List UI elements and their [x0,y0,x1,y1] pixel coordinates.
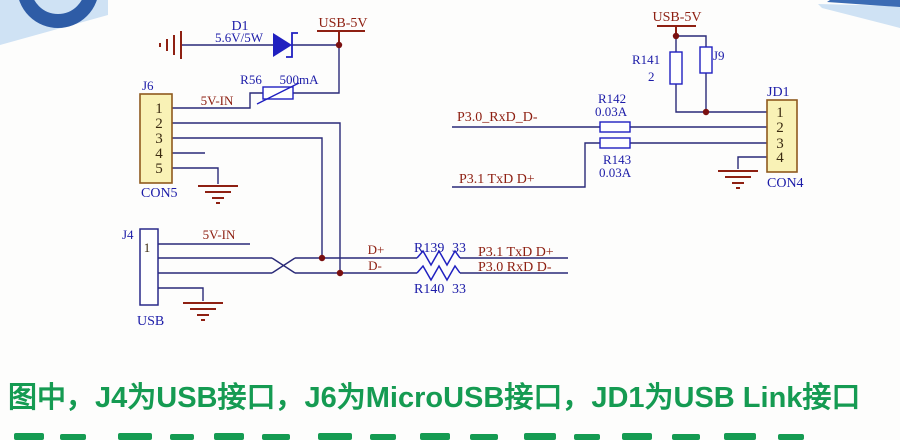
wire-j9-to-jd1pin1 [705,73,767,113]
resistor-r140-icon [416,264,461,282]
jd1-pin-4: 4 [776,150,784,166]
wire-rail-to-j9 [676,35,707,47]
resistor-r139-icon [416,249,461,267]
d1-value: 5.6V/5W [215,30,264,45]
r56-value: 500mA [280,72,320,87]
ground-jd1-icon [718,170,758,189]
r143-ref: R143 [603,152,631,167]
usb5v-left-label: USB-5V [318,16,367,31]
wire-txd-left [452,142,600,188]
jd1-footprint: CON4 [767,176,804,191]
fuse-r56-icon [256,82,300,105]
dplus-label: D+ [368,242,385,257]
r141-ref: R141 [632,52,660,67]
j9-ref: J9 [713,48,725,63]
net-rxd-left: P3.0 RxD D- [478,260,552,275]
fuse-r143-icon [599,137,631,149]
jumper-j9-icon [699,46,713,74]
ground-j6-icon [198,185,238,204]
r139-value: 33 [452,241,466,256]
wire-j6pin2 [172,122,341,273]
j6-pin-2: 2 [155,116,163,132]
wire-j4-gnd [158,287,204,301]
dminus-label: D- [368,258,382,273]
j6-pin-1: 1 [155,101,163,117]
banner-circle-logo [19,0,97,28]
jd1-pin-2: 2 [776,120,784,136]
r140-ref: R140 [414,282,444,297]
d1-ref: D1 [231,19,248,34]
net-txd-right: P3.1 TxD D+ [459,172,535,187]
r143-value: 0.03A [599,165,632,180]
zener-diode-icon [273,32,298,58]
jd1-pin-3: 3 [776,136,784,152]
r139-ref: R139 [414,241,444,256]
labels: D1 5.6V/5W USB-5V R56 500mA 5V-IN J6 1 2… [122,10,804,329]
resistor-r141-icon [669,51,683,85]
connector-j4 [139,228,159,306]
r142-ref: R142 [598,91,626,106]
r142-value: 0.03A [595,104,628,119]
j4-pin-1: 1 [144,240,151,255]
wire-j6pin3 [172,137,323,258]
connector-jd1 [766,99,798,173]
jd1-pin-1: 1 [776,105,784,121]
usb5v-right-label: USB-5V [652,10,701,25]
j6-pin-5: 5 [155,161,163,177]
r140-value: 33 [452,282,466,297]
banner-right-band [818,4,900,28]
wire-r141-down [675,84,706,113]
cropped-next-line [14,433,804,440]
net-5vin-j6: 5V-IN [201,93,234,108]
wire-jd1pin4-gnd [737,156,767,169]
banner [0,0,900,45]
connector-j6 [139,93,173,184]
wire-j6pin5-gnd [172,167,219,184]
wire-r56-to-j6pin1 [172,92,263,109]
ground-j4-icon [183,302,223,321]
wires [158,27,767,301]
r141-value: 2 [648,69,655,84]
wire-cross-b [271,257,296,274]
net-txd-left: P3.1 TxD D+ [478,245,554,260]
earth-ground-left-icon [159,31,182,59]
net-5vin-j4: 5V-IN [203,227,236,242]
fuse-r142-icon [599,121,631,133]
net-rxd-right: P3.0_RxD_D- [457,110,538,125]
jd1-ref: JD1 [767,85,790,100]
j4-ref: J4 [122,227,134,242]
j6-pin-4: 4 [155,146,163,162]
caption-text: 图中，J4为USB接口，J6为MicroUSB接口，JD1为USB Link接口 [8,382,861,414]
j6-ref: J6 [142,78,154,93]
j6-footprint: CON5 [141,186,178,201]
j4-label: USB [137,314,164,329]
r56-ref: R56 [240,72,262,87]
junction-dots [318,32,710,277]
symbols [139,25,798,321]
j6-pin-3: 3 [155,131,163,147]
banner-right-strip [827,0,900,7]
wire-rail-to-r56 [293,45,340,94]
